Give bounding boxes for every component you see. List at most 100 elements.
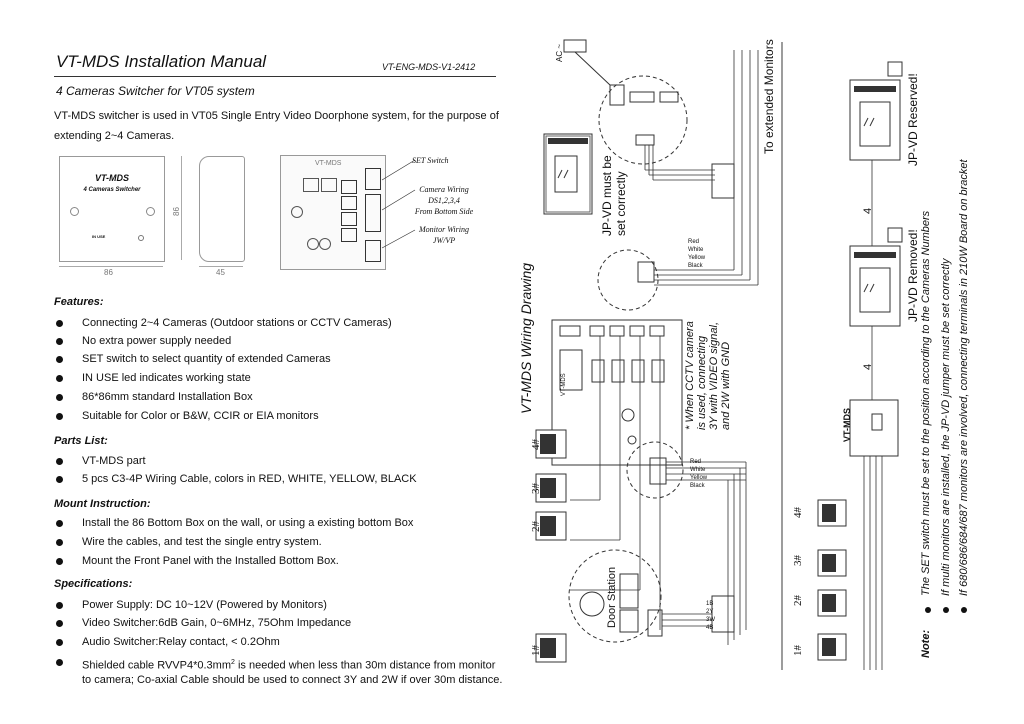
document-code: VT-ENG-MDS-V1-2412 [382, 62, 476, 72]
page-title: VT-MDS Installation Manual [56, 52, 267, 71]
list-item-text: Power Supply: DC 10~12V (Powered by Moni… [82, 599, 327, 611]
wire-label: Black [690, 483, 705, 489]
bullet-icon [56, 659, 63, 666]
bullet-icon [56, 413, 63, 420]
door-station-label: Door Station [606, 566, 618, 628]
camera-label-3: 3# [530, 483, 542, 494]
bullet-icon [56, 375, 63, 382]
connector-circle-3 [626, 441, 684, 499]
term-label: 1B [706, 601, 714, 607]
list-item-text: Mount the Front Panel with the Installed… [82, 555, 339, 567]
connector-circle-2 [597, 249, 659, 311]
mds-right-label: VT-MDS [842, 407, 852, 442]
bullet-icon [56, 476, 63, 483]
list-item-text: 5 pcs C3-4P Wiring Cable, colors in RED,… [82, 473, 417, 485]
subtitle: 4 Cameras Switcher for VT05 system [56, 84, 255, 98]
mds-board [551, 319, 683, 466]
shielded-cable-text-cont: is needed when less than 30m distance fr… [234, 659, 496, 672]
wiring-drawing [535, 39, 967, 670]
board-capacitor-2 [307, 238, 319, 250]
board-label: VT-MDS [315, 160, 342, 167]
door-station-circle [568, 549, 662, 643]
camera-label-1: 1# [530, 645, 542, 656]
note-label: Note: [920, 629, 932, 658]
cctv-note-line-4: and 2W with GND [720, 341, 732, 430]
callout-camera-wiring-line-1: Camera Wiring [419, 185, 469, 194]
callout-monitor-wiring-line-2: JW/VP [432, 236, 456, 245]
monitor-right-middle [849, 227, 903, 327]
cctv-note-line-3: 3Y with VIDEO signal, [708, 321, 720, 430]
list-item-text: Suitable for Color or B&W, CCIR or EIA m… [82, 410, 319, 422]
list-item-text: 86*86mm standard Installation Box [82, 391, 253, 403]
front-panel-name: VT-MDS [94, 173, 129, 183]
bullet-icon [56, 539, 63, 546]
intro-line-2: extending 2~4 Cameras. [54, 130, 175, 142]
board-drawing: VT-MDS [280, 155, 386, 270]
wire-label: Yellow [688, 255, 706, 261]
board-relay-2 [341, 196, 357, 210]
parts-heading: Parts List: [54, 435, 108, 447]
height-dimension-line [181, 156, 182, 260]
bullet-icon [56, 620, 63, 627]
note-line-2: If multi monitors are installed, the JP-… [940, 258, 952, 596]
bullet-icon [56, 520, 63, 527]
board-relay-4 [341, 228, 357, 242]
wire-label: Black [688, 263, 703, 269]
cctv-note-line-2: is used, connecting [696, 335, 708, 430]
camera-label-right-3: 3# [792, 555, 804, 566]
monitor-board-circle [598, 75, 688, 165]
mds-box-right [849, 399, 899, 457]
mount-heading: Mount Instruction: [54, 498, 151, 510]
depth-dimension-line [199, 266, 243, 267]
note-bullet-2 [943, 607, 949, 613]
cctv-note-line-1: * When CCTV camera [684, 321, 696, 430]
jpvd-set-line-1: JP-VD must be [600, 155, 614, 236]
terminal-labels-middle: Red White Yellow Black [690, 458, 707, 490]
note-bullet-3 [961, 607, 967, 613]
in-use-led [138, 235, 144, 241]
front-panel-subtitle: 4 Cameras Switcher [83, 187, 141, 193]
wire-label: Red [688, 239, 700, 245]
bullet-icon [56, 639, 63, 646]
monitor-icon [543, 133, 593, 215]
superscript: 2 [231, 659, 235, 666]
front-panel-drawing: VT-MDS 4 Cameras Switcher IN USE [59, 156, 165, 262]
camera-label-2: 2# [530, 521, 542, 532]
wiring-title: VT-MDS Wiring Drawing [518, 262, 534, 414]
wire-label: Yellow [690, 475, 708, 481]
intro-text: VT-MDS switcher is used in VT05 Single E… [54, 106, 500, 146]
jpvd-set-line-2: set correctly [614, 171, 628, 236]
in-use-label: IN USE [92, 234, 106, 239]
ac-label: AC ~ [555, 43, 564, 62]
width-dimension: 86 [104, 268, 113, 277]
list-item-text: Audio Switcher:Relay contact, < 0.2Ohm [82, 636, 280, 648]
board-connector-1 [303, 178, 319, 192]
list-item-text: No extra power supply needed [82, 335, 232, 347]
board-connector-2 [321, 178, 337, 192]
callout-monitor-wiring-line-1: Monitor Wiring [418, 225, 469, 234]
to-extended-monitors: To extended Monitors [762, 39, 776, 154]
list-item-text: VT-MDS part [82, 455, 146, 467]
list-item-text: Video Switcher:6dB Gain, 0~6MHz, 75Ohm I… [82, 617, 352, 629]
camera-label-4: 4# [530, 439, 542, 450]
ac-adapter [563, 39, 611, 86]
term-label: 2Y [706, 609, 714, 615]
list-item-text: Shielded cable RVVP4*0.3mm2 is needed wh… [82, 653, 495, 676]
shielded-cable-text: Shielded cable RVVP4*0.3mm [82, 659, 231, 672]
wire-label: White [688, 247, 704, 253]
camera-label-right-1: 1# [792, 645, 804, 656]
cctv-note: * When CCTV camera is used, connecting 3… [684, 321, 732, 430]
callout-camera-wiring-line-2: DS1,2,3,4 [428, 196, 460, 205]
board-set-switch [365, 168, 381, 190]
intro-line-1: VT-MDS switcher is used in VT05 Single E… [54, 110, 499, 122]
camera-label-right-2: 2# [792, 595, 804, 606]
screw-hole-left [70, 207, 79, 216]
camera-icons [535, 429, 567, 663]
screw-hole-right [146, 207, 155, 216]
bus-number-2: 4 [862, 363, 874, 370]
list-item-text: Wire the cables, and test the single ent… [82, 536, 322, 548]
note-line-3: If 680/686/684/687 monitors are involved… [958, 159, 970, 596]
note-bullet-1 [925, 607, 931, 613]
bullet-icon [56, 394, 63, 401]
callout-monitor-wiring: Monitor Wiring JW/VP [408, 224, 480, 246]
